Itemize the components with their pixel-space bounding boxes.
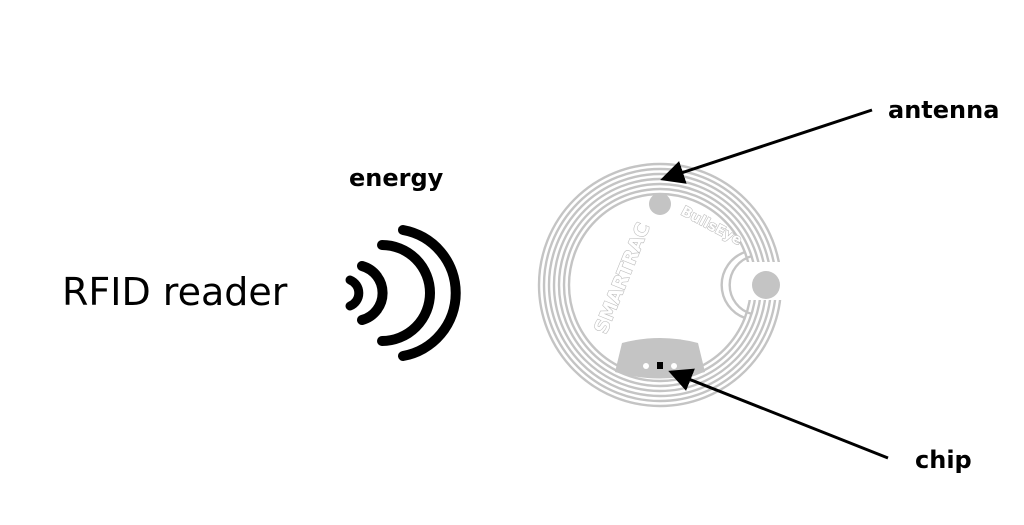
wave-arc-medium: [357, 261, 388, 325]
antenna-pad-top: [649, 193, 671, 215]
chip-pad: [615, 338, 705, 379]
chip: [657, 362, 663, 369]
wave-arc-small: [345, 275, 364, 311]
antenna-pad-right: [752, 271, 780, 299]
rfid-tag: SMARTRAC BullsEye: [537, 162, 790, 408]
radio-wave-icon: [345, 225, 461, 361]
antenna-label: antenna: [888, 96, 1000, 124]
chip-label: chip: [915, 446, 972, 474]
chip-arrow: [668, 368, 889, 460]
antenna-arrow: [660, 108, 873, 184]
wave-arc-xlarge: [398, 225, 461, 361]
tag-brand-text: SMARTRAC: [590, 220, 654, 337]
rfid-reader-label: RFID reader: [62, 270, 288, 314]
wave-arc-large: [377, 240, 435, 346]
energy-label: energy: [349, 164, 444, 192]
